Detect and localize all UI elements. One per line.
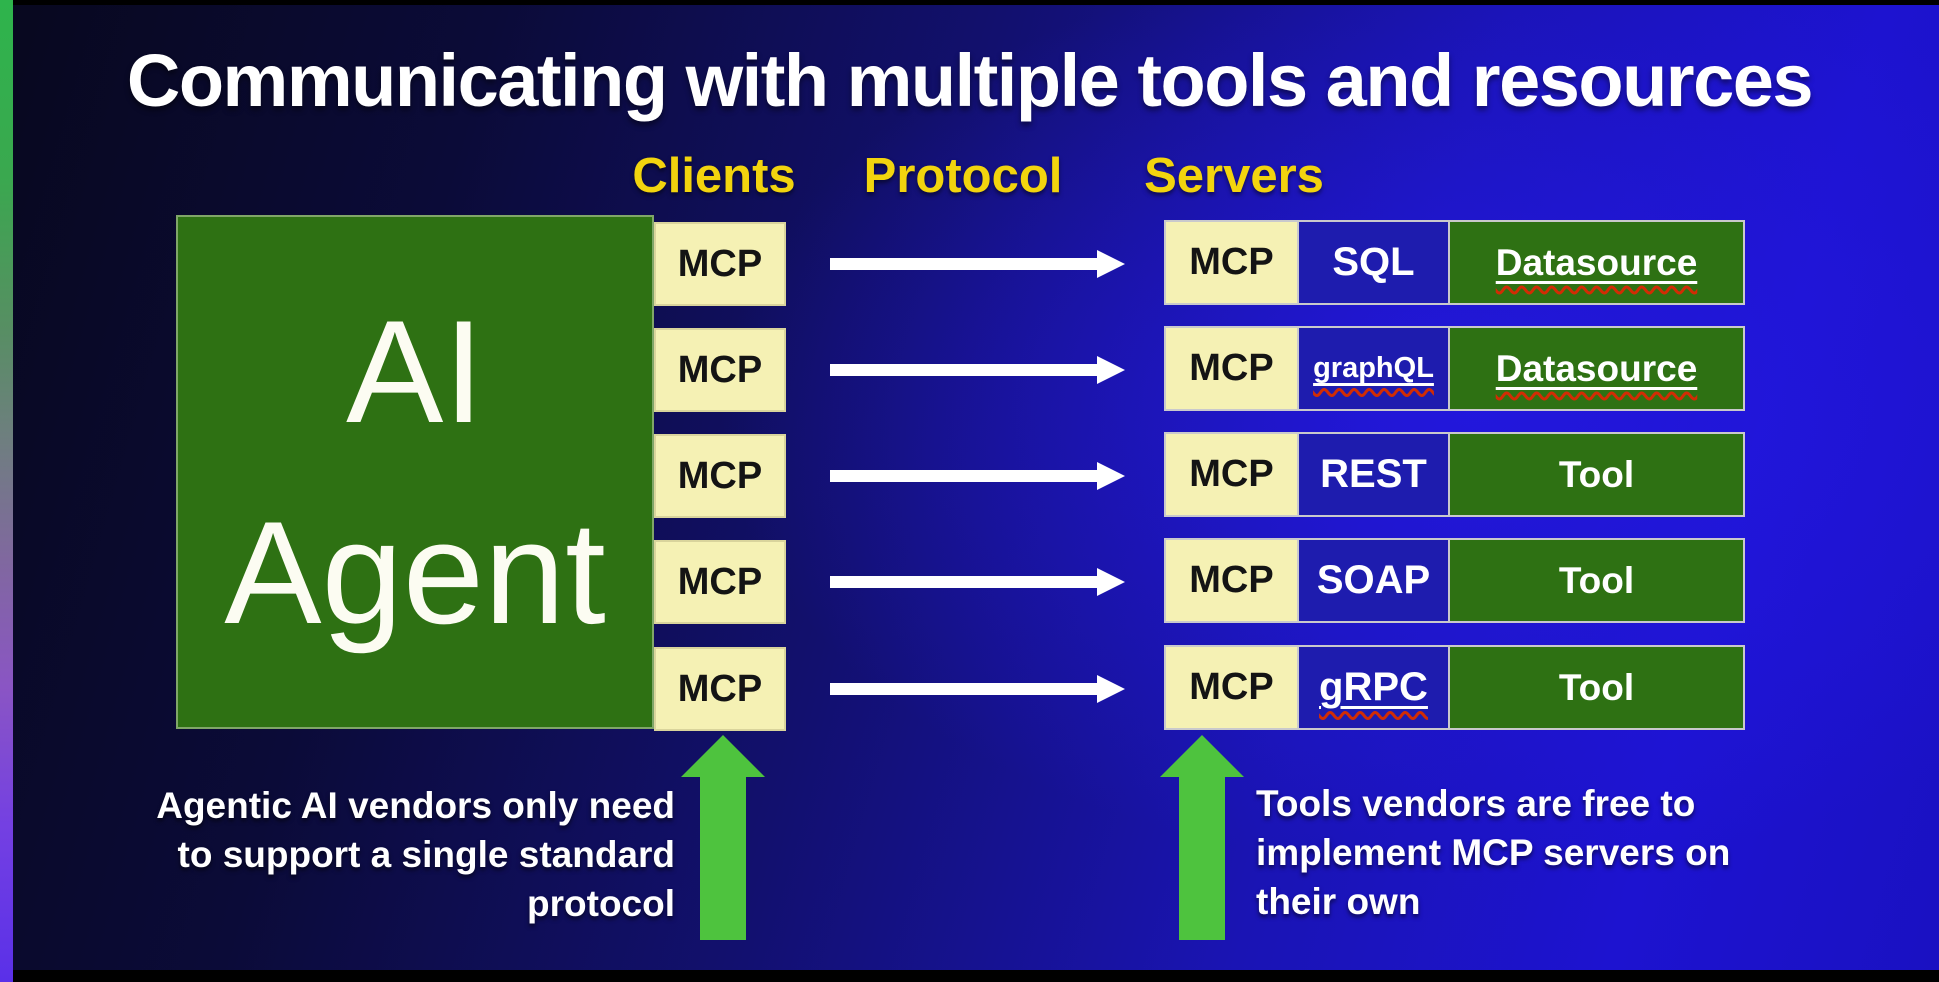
up-arrow-icon: [1160, 735, 1244, 777]
server-api-box: SQL: [1297, 222, 1450, 303]
right-arrow-icon: [830, 364, 1098, 376]
ai-agent-label-line1: AI: [346, 289, 484, 453]
server-target-box: Datasource: [1450, 328, 1743, 409]
right-arrow-head-icon: [1097, 462, 1125, 490]
client-mcp-box: MCP: [654, 328, 786, 412]
server-api-label: REST: [1320, 452, 1427, 496]
column-header-clients: Clients: [632, 149, 796, 203]
server-mcp-box: MCP: [1166, 540, 1297, 621]
server-strip: MCP SQL Datasource: [1164, 220, 1745, 305]
server-mcp-label: MCP: [1189, 453, 1274, 495]
caption-servers-line1: Tools vendors are free to: [1256, 783, 1696, 824]
right-arrow-head-icon: [1097, 675, 1125, 703]
server-target-label: Tool: [1558, 559, 1635, 601]
caption-clients-line2: to support a single standard: [177, 834, 676, 875]
connection-row-rest: MCP MCP REST Tool: [0, 432, 1939, 518]
server-target-label: Datasource: [1495, 241, 1698, 283]
server-api-box: SOAP: [1297, 540, 1450, 621]
server-target-box: Tool: [1450, 434, 1743, 515]
client-mcp-box: MCP: [654, 434, 786, 518]
up-arrow-icon: [681, 735, 765, 777]
column-header-protocol: Protocol: [863, 149, 1063, 203]
server-api-label: gRPC: [1319, 665, 1428, 709]
connection-row-graphql: MCP MCP graphQL Datasource: [0, 326, 1939, 412]
server-strip: MCP REST Tool: [1164, 432, 1745, 517]
server-api-box: gRPC: [1297, 647, 1450, 728]
column-header-servers: Servers: [1144, 149, 1324, 203]
connection-row-sql: MCP MCP SQL Datasource: [0, 220, 1939, 306]
right-arrow-icon: [830, 258, 1098, 270]
server-target-box: Datasource: [1450, 222, 1743, 303]
server-target-label: Tool: [1558, 453, 1635, 495]
slide-title: Communicating with multiple tools and re…: [126, 39, 1814, 122]
client-mcp-box: MCP: [654, 647, 786, 731]
caption-clients-line1: Agentic AI vendors only need: [156, 785, 675, 826]
server-api-box: graphQL: [1297, 328, 1450, 409]
server-api-label: graphQL: [1313, 352, 1434, 384]
up-arrow-shaft: [700, 777, 746, 940]
client-mcp-box: MCP: [654, 540, 786, 624]
up-arrow-shaft: [1179, 777, 1225, 940]
server-mcp-label: MCP: [1189, 241, 1274, 283]
server-mcp-box: MCP: [1166, 434, 1297, 515]
right-arrow-icon: [830, 576, 1098, 588]
server-strip: MCP gRPC Tool: [1164, 645, 1745, 730]
top-black-bar: [13, 0, 1939, 5]
caption-clients-line3: protocol: [527, 883, 675, 924]
ai-agent-box: AI Agent: [176, 215, 654, 729]
server-strip: MCP graphQL Datasource: [1164, 326, 1745, 411]
caption-servers-line3: their own: [1256, 881, 1421, 922]
client-mcp-label: MCP: [677, 348, 763, 391]
client-mcp-box: MCP: [654, 222, 786, 306]
server-api-label: SOAP: [1316, 558, 1431, 602]
server-mcp-box: MCP: [1166, 222, 1297, 303]
client-mcp-label: MCP: [677, 560, 763, 603]
server-mcp-box: MCP: [1166, 328, 1297, 409]
server-target-label: Datasource: [1495, 347, 1698, 389]
server-api-label: SQL: [1332, 240, 1415, 284]
right-arrow-head-icon: [1097, 356, 1125, 384]
server-mcp-label: MCP: [1189, 559, 1274, 601]
server-api-box: REST: [1297, 434, 1450, 515]
client-mcp-label: MCP: [677, 454, 763, 497]
bottom-black-bar: [13, 970, 1939, 982]
ai-agent-label-line2: Agent: [224, 491, 606, 654]
server-target-box: Tool: [1450, 647, 1743, 728]
caption-clients: Agentic AI vendors only need to support …: [55, 781, 675, 928]
server-mcp-label: MCP: [1189, 347, 1274, 389]
right-arrow-icon: [830, 683, 1098, 695]
right-arrow-head-icon: [1097, 568, 1125, 596]
client-mcp-label: MCP: [677, 667, 763, 710]
server-mcp-label: MCP: [1189, 666, 1274, 708]
right-arrow-head-icon: [1097, 250, 1125, 278]
server-strip: MCP SOAP Tool: [1164, 538, 1745, 623]
connection-row-soap: MCP MCP SOAP Tool: [0, 538, 1939, 624]
caption-servers-line2: implement MCP servers on: [1256, 832, 1731, 873]
right-arrow-icon: [830, 470, 1098, 482]
left-edge-gradient-stripe: [0, 0, 13, 982]
connection-row-grpc: MCP MCP gRPC Tool: [0, 645, 1939, 731]
caption-servers: Tools vendors are free to implement MCP …: [1256, 779, 1796, 926]
server-mcp-box: MCP: [1166, 647, 1297, 728]
client-mcp-label: MCP: [677, 242, 763, 285]
server-target-label: Tool: [1558, 666, 1635, 708]
server-target-box: Tool: [1450, 540, 1743, 621]
